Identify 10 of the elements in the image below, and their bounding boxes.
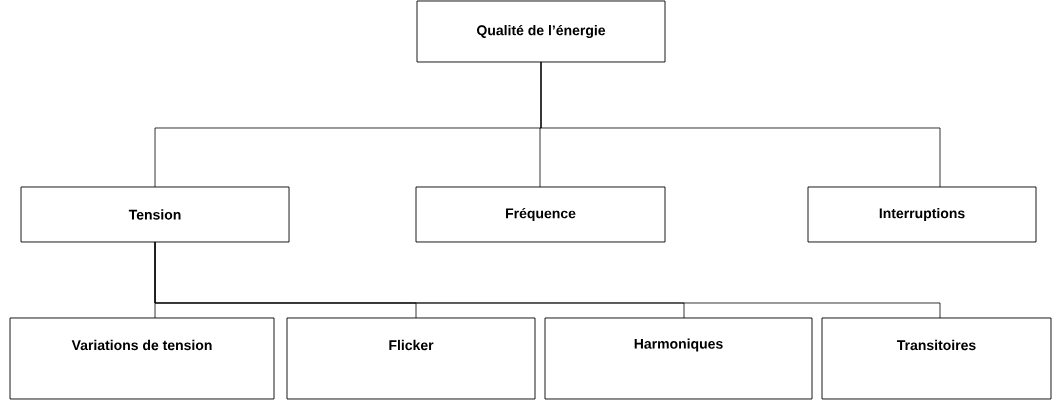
category-box: Fréquence: [415, 186, 666, 243]
category-box: Transitoires: [821, 317, 1052, 400]
category-box: Harmoniques: [544, 317, 813, 400]
category-box: Flicker: [286, 317, 536, 400]
connector-line: [540, 61, 941, 188]
category-box: Qualité de l’énergie: [416, 0, 666, 63]
connector-line: [154, 241, 941, 319]
category-box: Interruptions: [807, 186, 1037, 243]
category-box: Variations de tension: [9, 317, 275, 400]
category-box: Tension: [20, 186, 290, 243]
